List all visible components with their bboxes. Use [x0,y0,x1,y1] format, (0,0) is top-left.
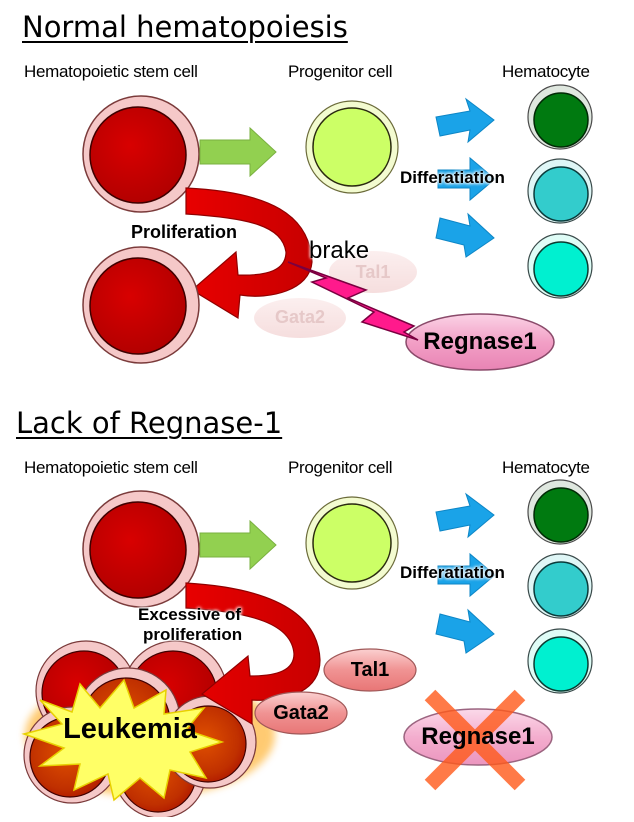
blue-arrows-2 [435,492,496,654]
proliferation-arrow-2 [185,582,321,726]
leukemia-cluster [21,640,275,819]
tal1-faint-1 [329,251,417,293]
stem-cell-3 [82,490,200,608]
green-arrow-1 [199,126,277,178]
col-label-progenitor-2: Progenitor cell [288,458,393,477]
stem-cell-1 [82,95,200,213]
leukemia-label: Leukemia [63,713,197,745]
gata2-pill-2 [254,691,348,735]
leukemia-burst-icon [21,678,225,802]
tal1-label-2: Tal1 [350,659,390,681]
tal1-label-1: Tal1 [355,262,391,282]
col-label-stem: Hematopoietic stem cell [24,62,198,81]
hematocyte-green-2 [527,479,593,545]
hematocyte-teal-1 [527,158,593,224]
regnase1-label-1: Regnase1 [423,328,537,355]
gata2-label-1: Gata2 [274,307,326,327]
col-label-stem-2: Hematopoietic stem cell [24,458,198,477]
section-title-normal: Normal hematopoiesis [22,10,348,44]
blue-arrows-1 [435,97,496,258]
gata2-faint-1 [254,298,346,338]
col-label-hematocyte-2: Hematocyte [502,458,590,477]
regnase1-label-2: Regnase1 [421,723,535,750]
excessive-label-line1: Excessive of [138,605,242,624]
tal1-pill-2 [323,648,417,692]
gata2-label-2: Gata2 [273,702,329,724]
section-title-lack: Lack of Regnase-1 [16,406,283,440]
hematocyte-aqua-1 [527,233,593,299]
brake-lightning-icon [287,261,419,341]
proliferation-label: Proliferation [131,222,238,242]
progenitor-cell-2 [305,496,399,590]
col-label-hematocyte: Hematocyte [502,62,590,81]
green-arrow-2 [199,519,277,571]
cross-icon [424,689,526,791]
differentiation-label: Differatiation [400,168,505,187]
excessive-label-line2: proliferation [143,625,243,644]
progenitor-cell-1 [305,100,399,194]
regnase1-pill-1 [405,313,555,371]
col-label-progenitor: Progenitor cell [288,62,393,81]
differentiation-label-2: Differatiation [400,563,505,582]
brake-label: brake [309,237,370,264]
stem-cell-2 [82,246,200,364]
hematocyte-teal-2 [527,553,593,619]
proliferation-arrow-1 [185,187,313,320]
hematocyte-aqua-2 [527,628,593,694]
hematocyte-green-1 [527,84,593,150]
